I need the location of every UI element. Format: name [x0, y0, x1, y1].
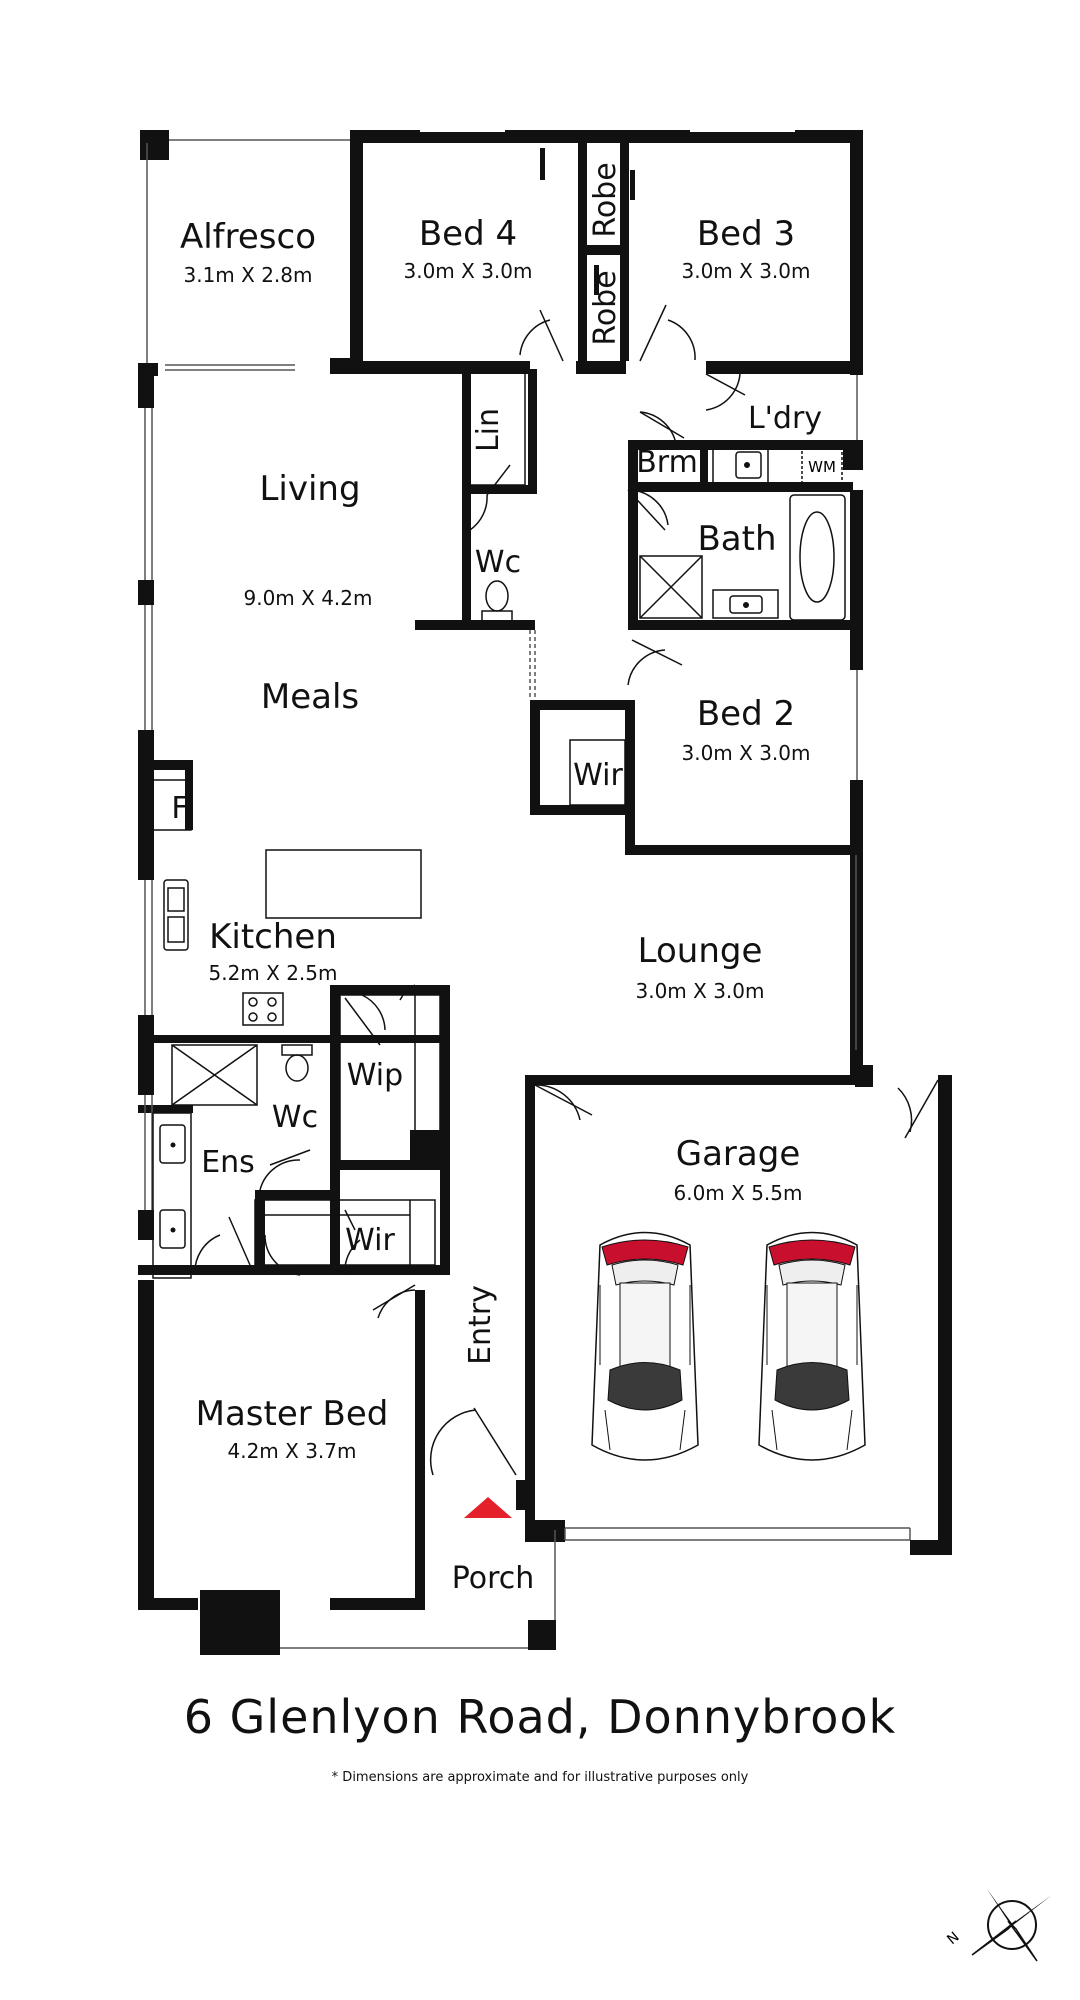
kitchen-sink — [163, 879, 189, 951]
ensuite-shower — [171, 1044, 258, 1106]
garage-label: Garage — [676, 1134, 801, 1174]
ensuite-wc-label: Wc — [272, 1100, 318, 1135]
bathtub — [789, 494, 846, 621]
master-wir-label: Wir — [345, 1223, 395, 1258]
property-address: 6 Glenlyon Road, Donnybrook — [183, 1690, 897, 1744]
bed3-label: Bed 3 — [697, 214, 795, 254]
room-labels: Alfresco 3.1m X 2.8m Bed 4 3.0m X 3.0m B… — [171, 162, 836, 1596]
laundry-label: L'dry — [748, 401, 822, 436]
walls — [138, 130, 952, 1655]
living-dim: 9.0m X 4.2m — [244, 586, 373, 610]
fixture-dark — [170, 148, 750, 1233]
robe-lower-label: Robe — [588, 270, 623, 345]
garage-dim: 6.0m X 5.5m — [674, 1181, 803, 1205]
car-left — [591, 1231, 699, 1461]
bed3-dim: 3.0m X 3.0m — [682, 259, 811, 283]
car-right — [758, 1231, 866, 1461]
master-bed-dim: 4.2m X 3.7m — [228, 1439, 357, 1463]
wm-label: WM — [808, 458, 836, 476]
bed2-dim: 3.0m X 3.0m — [682, 741, 811, 765]
entry-arrow-icon — [464, 1497, 512, 1518]
lounge-label: Lounge — [638, 931, 763, 971]
alfresco-dim: 3.1m X 2.8m — [184, 263, 313, 287]
cooktop — [242, 992, 284, 1026]
hall-wc-label: Wc — [475, 545, 521, 580]
bath-shower — [639, 555, 703, 619]
bed2-wir-shelf — [569, 739, 626, 806]
kitchen-label: Kitchen — [209, 917, 337, 957]
kitchen-dim: 5.2m X 2.5m — [209, 961, 338, 985]
linen-box — [464, 368, 526, 486]
washing-machine-box — [801, 446, 843, 484]
kitchen-island — [265, 849, 422, 919]
ensuite-vanity — [152, 1112, 192, 1279]
bed4-label: Bed 4 — [419, 214, 517, 254]
compass-icon: N — [944, 1889, 1052, 1962]
laundry-trough — [712, 446, 769, 486]
lounge-dim: 3.0m X 3.0m — [636, 979, 765, 1003]
bed4-dim: 3.0m X 3.0m — [404, 259, 533, 283]
living-label: Living — [259, 469, 360, 509]
bed2-wir-label: Wir — [573, 758, 623, 793]
wir-shelf-outline — [254, 1199, 436, 1266]
disclaimer: * Dimensions are approximate and for ill… — [331, 1770, 749, 1785]
thin-lines — [144, 128, 911, 1649]
door-swings — [194, 304, 939, 1476]
ensuite-toilet-cistern — [281, 1044, 313, 1056]
pantry-shelf-outline — [339, 994, 441, 1166]
alfresco-label: Alfresco — [180, 217, 316, 257]
hall-toilet-cistern — [481, 610, 513, 622]
master-bed-label: Master Bed — [196, 1394, 389, 1434]
fridge-label: F — [171, 791, 188, 826]
porch-label: Porch — [452, 1561, 535, 1596]
wip-label: Wip — [347, 1058, 403, 1093]
lin-label: Lin — [471, 408, 506, 452]
entry-label: Entry — [463, 1285, 498, 1365]
brm-label: Brm — [636, 445, 698, 480]
ens-label: Ens — [201, 1145, 255, 1180]
fridge-box — [152, 779, 192, 831]
robe-upper-label: Robe — [588, 162, 623, 237]
compass-north-letter: N — [944, 1929, 962, 1948]
meals-label: Meals — [261, 677, 359, 717]
bed2-label: Bed 2 — [697, 694, 795, 734]
bath-label: Bath — [697, 519, 776, 559]
fixtures — [152, 368, 846, 1279]
bath-vanity — [712, 589, 779, 619]
